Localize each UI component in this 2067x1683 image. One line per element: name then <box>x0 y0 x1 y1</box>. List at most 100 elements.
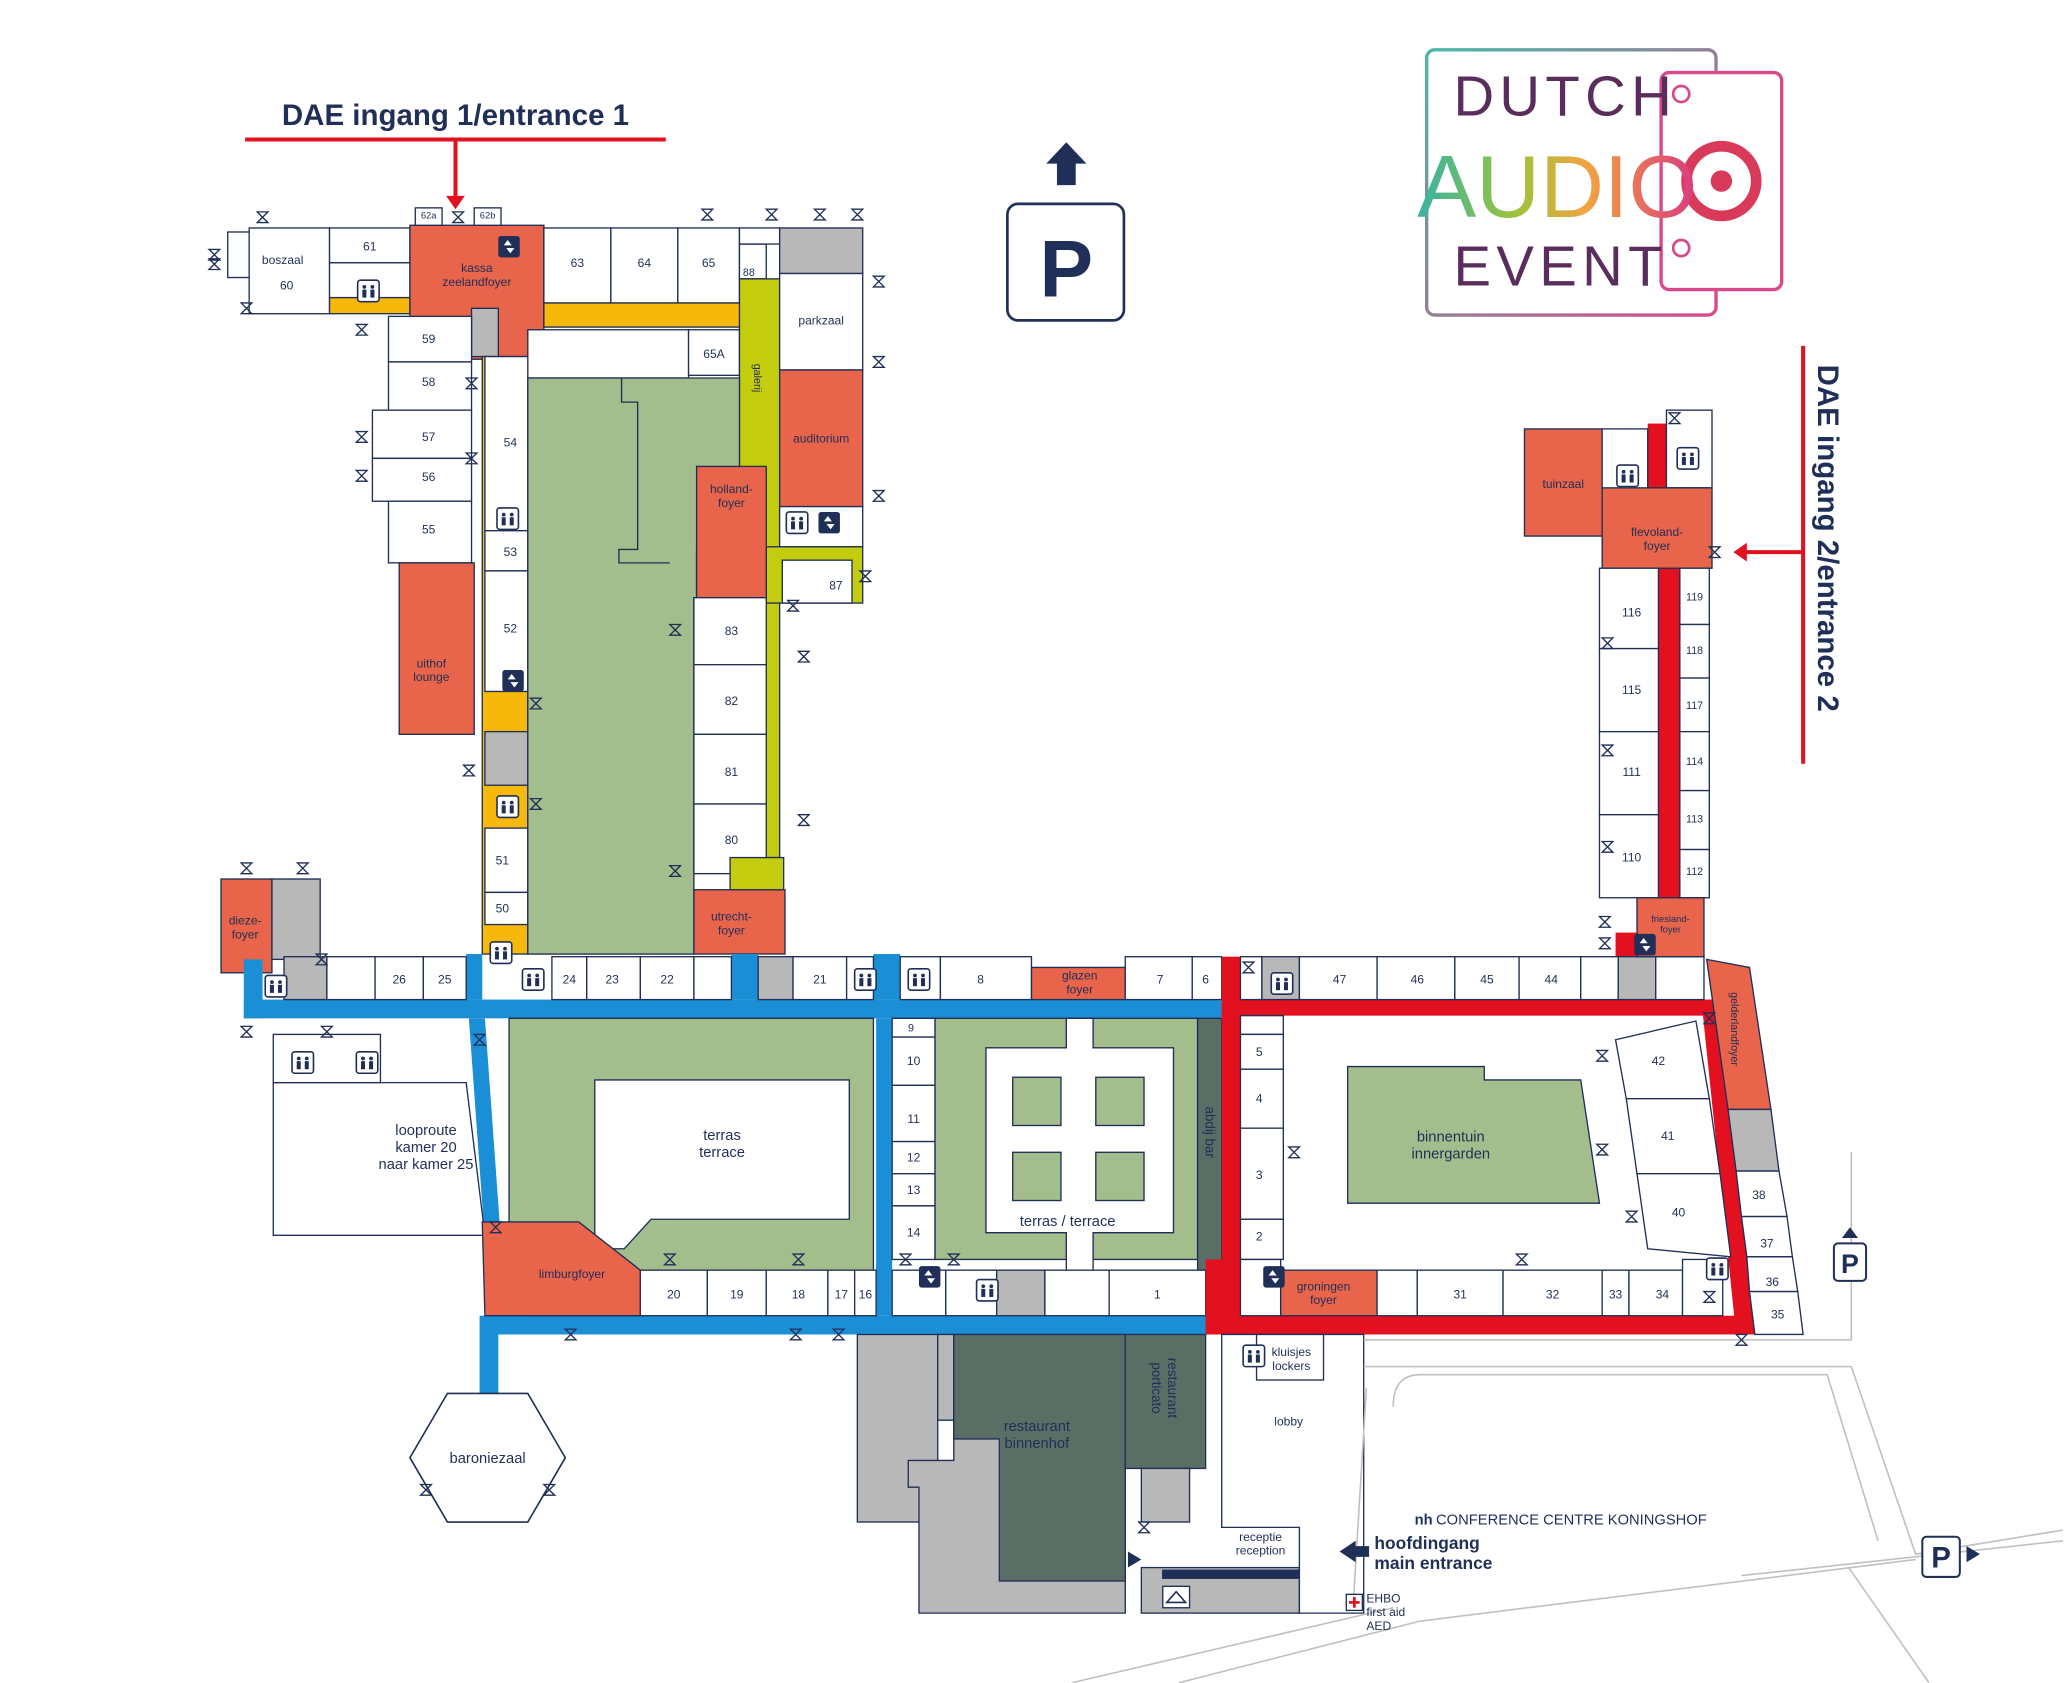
room-label-r53: 53 <box>504 545 518 559</box>
rooms-40-42 <box>1614 1020 1732 1258</box>
room-label-r111: 111 <box>1622 765 1641 779</box>
red-route <box>1205 423 1755 1335</box>
door-icon <box>461 764 476 777</box>
room-label-r34: 34 <box>1656 1287 1670 1301</box>
room-label-r3: 3 <box>1256 1168 1263 1182</box>
toilet-icon <box>1242 1344 1266 1368</box>
door-icon <box>1702 1290 1717 1303</box>
parking-right[interactable]: P <box>1832 1227 1868 1282</box>
room-label-r35: 35 <box>1771 1307 1785 1321</box>
south-block <box>856 1333 1365 1614</box>
parking-top[interactable]: P <box>1006 142 1126 322</box>
door-icon <box>1597 937 1612 950</box>
arrow-right-icon <box>1966 1546 1980 1563</box>
room-label-r24: 24 <box>563 972 577 986</box>
room-label-r62b: 62b <box>480 211 496 221</box>
door-icon <box>831 1328 846 1341</box>
room-label-r31: 31 <box>1453 1287 1467 1301</box>
elevator-icon <box>1263 1266 1285 1288</box>
door-icon <box>472 1033 487 1046</box>
door-icon <box>207 258 222 271</box>
room-label-r6: 6 <box>1202 972 1209 986</box>
room-label-r118: 118 <box>1686 645 1703 657</box>
room-label-r87: 87 <box>829 579 843 593</box>
door-icon <box>464 452 479 465</box>
room-label-r58: 58 <box>422 375 436 389</box>
room-label-r114: 114 <box>1686 756 1703 768</box>
door-icon <box>812 208 827 221</box>
room-label-r47: 47 <box>1333 972 1347 986</box>
logo-dutch: DUTCH <box>1453 64 1677 127</box>
room-label-r65a: 65A <box>703 347 725 361</box>
parking-bottom[interactable]: P <box>1921 1535 1980 1578</box>
room-label-boszaal: boszaal <box>262 253 304 267</box>
room-label-porticato: porticato <box>1149 1362 1164 1413</box>
elevator-icon <box>1634 933 1656 956</box>
room-label-r17: 17 <box>835 1287 849 1301</box>
room-label-r8: 8 <box>977 972 984 986</box>
room-label-r46: 46 <box>1411 972 1425 986</box>
room-label-r7: 7 <box>1157 972 1164 986</box>
room-label-r54: 54 <box>504 435 518 449</box>
room-label-r42: 42 <box>1652 1054 1666 1068</box>
toilet-icon <box>1616 464 1640 488</box>
toilet-icon <box>853 967 877 991</box>
door-icon <box>700 208 715 221</box>
rooms-35-38 <box>1735 1170 1804 1336</box>
room-label-r80: 80 <box>725 833 739 847</box>
door-icon <box>1624 1210 1639 1223</box>
door-arrow-icon <box>1127 1551 1142 1568</box>
room-label-r26: 26 <box>392 972 406 986</box>
door-icon <box>314 953 329 966</box>
door-icon <box>668 623 683 636</box>
baroniezaal <box>408 1392 567 1523</box>
door-icon <box>871 355 886 368</box>
toilet-icon <box>496 507 520 531</box>
room-label-r50: 50 <box>496 901 510 915</box>
elevator-icon <box>818 511 840 534</box>
room-label-r32: 32 <box>1546 1287 1560 1301</box>
room-label-r51: 51 <box>496 853 510 867</box>
door-icon <box>239 862 254 875</box>
room-label-r82: 82 <box>725 694 739 708</box>
room-label-r110: 110 <box>1622 851 1642 865</box>
facility-icons <box>207 208 1749 1534</box>
toilet-icon <box>785 511 809 535</box>
entrance-1-label: DAE ingang 1/entrance 1 <box>282 99 629 132</box>
room-label-tuinzaal: tuinzaal <box>1543 477 1585 491</box>
door-icon <box>1734 1333 1749 1346</box>
elevator-icon <box>918 1266 941 1288</box>
room-label-r52: 52 <box>504 622 518 636</box>
door-icon <box>419 1483 433 1496</box>
central-wing-rooms <box>693 465 786 955</box>
room-label-r36: 36 <box>1766 1275 1780 1289</box>
room-label-abdijbar: abdij bar <box>1203 1107 1218 1159</box>
room-label-parkzaal: parkzaal <box>798 313 844 327</box>
room-label-r65: 65 <box>702 256 716 270</box>
toilet-icon <box>496 795 520 819</box>
door-icon <box>1137 1521 1151 1534</box>
room-label-r33: 33 <box>1609 1287 1623 1301</box>
elevator-icon <box>502 670 524 692</box>
main-entrance[interactable]: hoofdingang main entrance nh CONFERENCE … <box>1339 1513 1707 1573</box>
entrance-1: DAE ingang 1/entrance 1 <box>245 99 666 210</box>
room-label-r116: 116 <box>1622 605 1642 619</box>
abdij-bar <box>1196 1017 1223 1271</box>
toilet-icon <box>489 941 513 965</box>
door-icon <box>788 1328 803 1341</box>
door-icon <box>464 377 479 390</box>
room-label-r60: 60 <box>280 279 294 293</box>
room-label-r44: 44 <box>1545 972 1559 986</box>
door-icon <box>354 323 369 336</box>
room-label-r81: 81 <box>725 765 739 779</box>
door-icon <box>1595 1143 1610 1156</box>
door-icon <box>1600 637 1615 650</box>
entrance-2-label: DAE ingang 2/entrance 2 <box>1811 365 1844 712</box>
